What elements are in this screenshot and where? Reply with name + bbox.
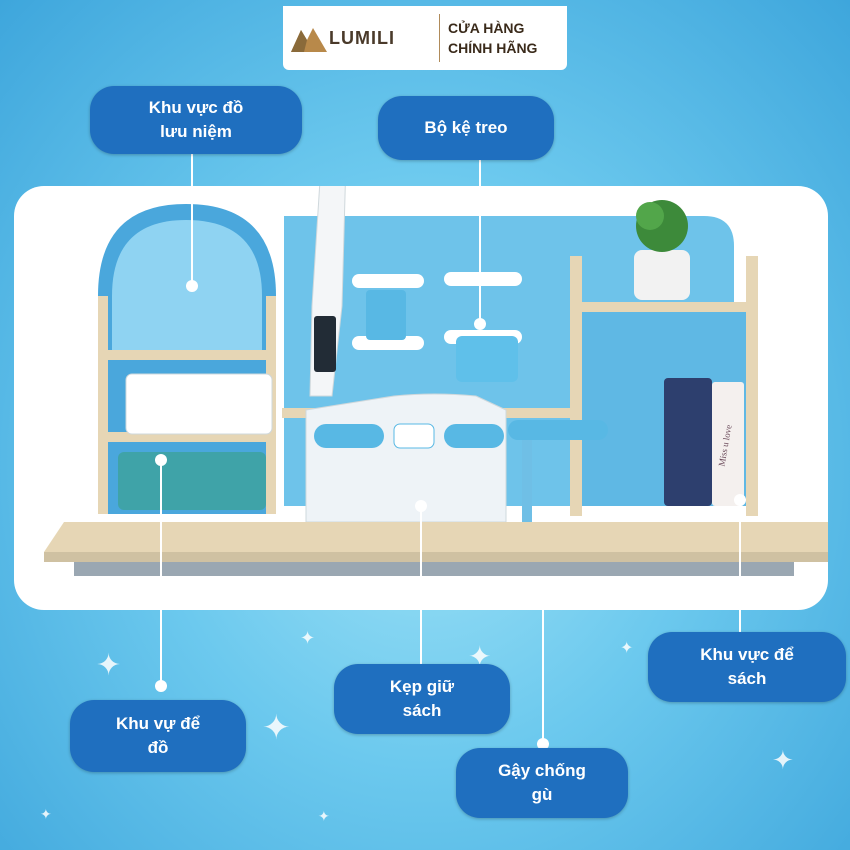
label-book-area: Khu vực để sách [648,632,846,702]
header-divider [439,14,440,62]
label-souvenir-area: Khu vực đồ lưu niệm [90,86,302,154]
desk-frame [74,562,794,576]
official-store-text: CỬA HÀNG CHÍNH HÃNG [448,18,537,58]
desk-edge [44,552,828,562]
peg-slot [352,274,424,288]
connector-line [160,460,162,686]
pen-cup [366,290,406,340]
callout-dot [415,500,427,512]
connector-line [191,152,193,282]
callout-dot [155,454,167,466]
label-line: Gậy chống [498,761,586,780]
wood-side [746,256,758,516]
book-stand [305,393,507,523]
product-image-panel: Miss u love [14,186,828,610]
callout-dot [186,280,198,292]
sparkle-icon: ✦ [772,745,794,775]
peg-slot [444,272,522,286]
callout-dot [734,494,746,506]
label-line: Khu vự để [115,714,201,733]
brand-header: LUMILI CỬA HÀNG CHÍNH HÃNG [283,6,567,70]
lamp-display [314,316,336,372]
callout-dot [155,680,167,692]
plant-leaves [636,202,664,230]
sparkle-icon: ✦ [318,808,330,824]
book [664,378,712,506]
label-line: Khu vực để [700,645,794,664]
connector-line [479,160,481,324]
connector-line [420,506,422,666]
teal-storage-bin [118,452,266,510]
wood-shelf [98,432,276,442]
plant-pot [634,250,690,300]
wood-side [98,296,108,514]
sparkle-icon: ✦ [96,649,122,682]
posture-bar-pad [508,420,608,440]
brand-name: LUMILI [329,27,395,48]
white-storage-bin [125,373,273,435]
label-line: gù [531,785,553,804]
desk-top-right [284,522,828,556]
label-line: Khu vực đồ [148,98,244,117]
callout-dot [537,738,549,750]
connector-line [739,500,741,640]
book-clip [444,424,504,448]
posture-bar-arm [522,440,532,550]
sparkle-icon: ✦ [620,640,634,657]
label-book-holder: Kẹp giữ sách [334,664,510,734]
sparkle-icon: ✦ [300,628,316,648]
study-desk-illustration: Miss u love [44,186,828,576]
label-line: lưu niệm [160,122,232,141]
wood-side [570,256,582,516]
hanging-basket [456,336,518,382]
book [712,382,744,506]
brand-logo: LUMILI [283,24,431,52]
store-line-2: CHÍNH HÃNG [448,40,538,56]
callout-dot [474,318,486,330]
label-storage-area: Khu vự để đồ [70,700,246,772]
label-line: sách [727,669,767,688]
wood-shelf [582,302,752,312]
mountain-logo-icon [291,28,327,52]
store-line-1: CỬA HÀNG [448,20,525,36]
sparkle-icon: ✦ [40,806,52,822]
callout-dot [537,584,549,596]
label-line: Bộ kệ treo [424,118,508,137]
label-posture-bar: Gậy chống gù [456,748,628,818]
wood-shelf [98,350,276,360]
book-clip [314,424,384,448]
label-hanging-shelf: Bộ kệ treo [378,96,554,160]
label-line: Kẹp giữ [389,677,455,696]
label-line: đồ [147,738,169,757]
desk-top-left [44,522,304,552]
sparkle-icon: ✦ [262,709,291,747]
label-line: sách [402,701,442,720]
connector-line [542,590,544,744]
book-clip-center [393,423,435,449]
